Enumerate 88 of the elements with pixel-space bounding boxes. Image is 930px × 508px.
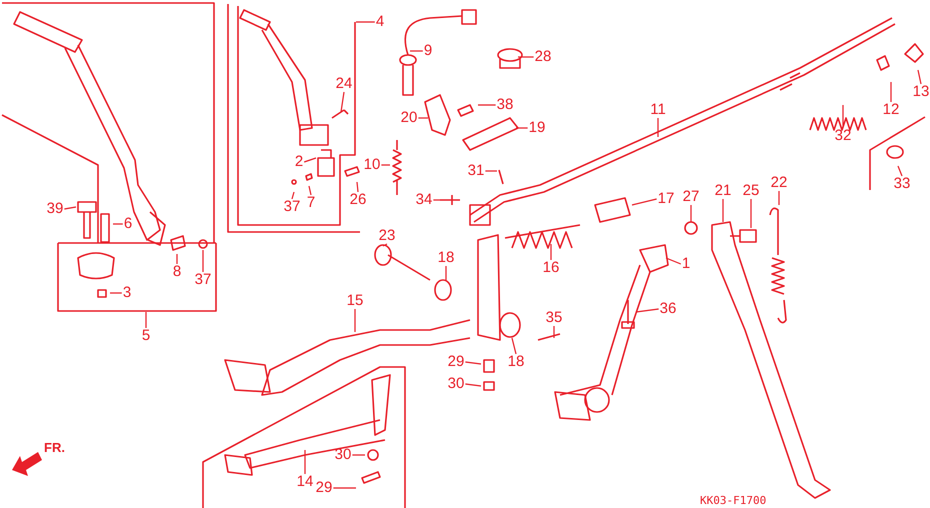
callout-number: 1 [680,256,692,272]
leader-line [381,164,390,166]
leader-line [418,117,428,119]
leader-line [308,186,312,196]
leader-line [356,182,359,192]
callout-number: 30 [334,447,352,463]
leader-line [690,205,692,222]
leader-line [465,361,482,365]
callout-number: 15 [346,293,364,309]
direction-label: FR. [44,440,65,455]
callout-number: 8 [172,264,182,280]
leader-line [553,326,555,338]
leader-line [550,244,552,260]
callout-number: 25 [742,183,760,199]
drawing-code: KK03-F1700 [700,494,766,507]
callout-number: 12 [882,102,900,118]
callout-number: 16 [542,260,560,276]
leader-line [410,50,423,52]
callout-number: 3 [122,285,132,301]
leader-line [433,199,440,201]
leader-line [333,487,356,489]
callout-number: 13 [912,84,930,100]
callout-number: 11 [649,102,667,118]
callout-number: 10 [362,157,382,173]
leader-line [890,82,892,102]
leader-line [666,257,682,265]
leader-line [750,199,752,228]
leader-line [632,198,657,206]
leader-line [145,312,147,328]
callout-number: 32 [834,128,852,144]
callout-number: 14 [296,474,314,490]
callout-number: 30 [446,376,466,392]
leader-line [352,454,365,456]
callout-number: 19 [528,120,546,136]
callout-number: 36 [658,301,678,317]
callout-number: 37 [282,199,302,215]
callout-number: 26 [348,192,368,208]
callout-number: 31 [466,163,486,179]
callout-number: 20 [400,110,418,126]
leader-line [110,292,122,294]
leader-line [516,127,528,129]
leader-line [917,70,922,84]
callout-number: 2 [294,154,304,170]
leader-line [465,383,482,387]
leader-line [511,338,517,354]
leader-line [113,223,123,225]
leader-line [485,170,497,172]
callout-number: 35 [544,310,564,326]
leader-line [842,105,844,128]
callout-number: 34 [414,192,434,208]
leader-line [478,104,496,106]
callout-number: 4 [374,14,386,30]
callout-number: 27 [682,189,700,205]
leader-line [340,92,345,112]
leader-line [445,266,447,280]
leader-line [518,56,534,58]
leader-line [778,191,780,205]
leader-line [356,21,375,23]
leader-line [304,157,316,163]
callout-number: 6 [122,216,134,232]
leader-line [657,118,659,137]
callout-number: 37 [194,272,212,288]
leader-line [304,450,306,474]
callout-number: 5 [140,328,152,344]
callout-number: 18 [436,250,456,266]
callout-number: 39 [46,201,64,217]
leader-line [897,166,903,176]
callout-number: 33 [892,176,912,192]
callout-number: 38 [496,97,514,113]
callout-number: 23 [378,228,396,244]
callout-number: 21 [714,183,732,199]
leader-line [382,243,388,247]
leader-line [176,254,178,264]
leader-line [354,309,356,332]
leader-line [291,192,295,200]
callout-number: 24 [334,76,354,92]
callout-number: 28 [534,49,552,65]
leader-line [722,199,724,222]
callout-number: 17 [656,191,676,207]
callout-number: 7 [306,195,316,211]
callout-number: 29 [314,480,334,496]
leader-line [64,206,76,210]
leader-line [202,250,204,272]
callout-number: 29 [446,354,466,370]
callout-number: 9 [422,43,434,59]
leader-line [636,308,659,313]
callout-number: 18 [506,354,526,370]
callout-number: 22 [770,175,788,191]
